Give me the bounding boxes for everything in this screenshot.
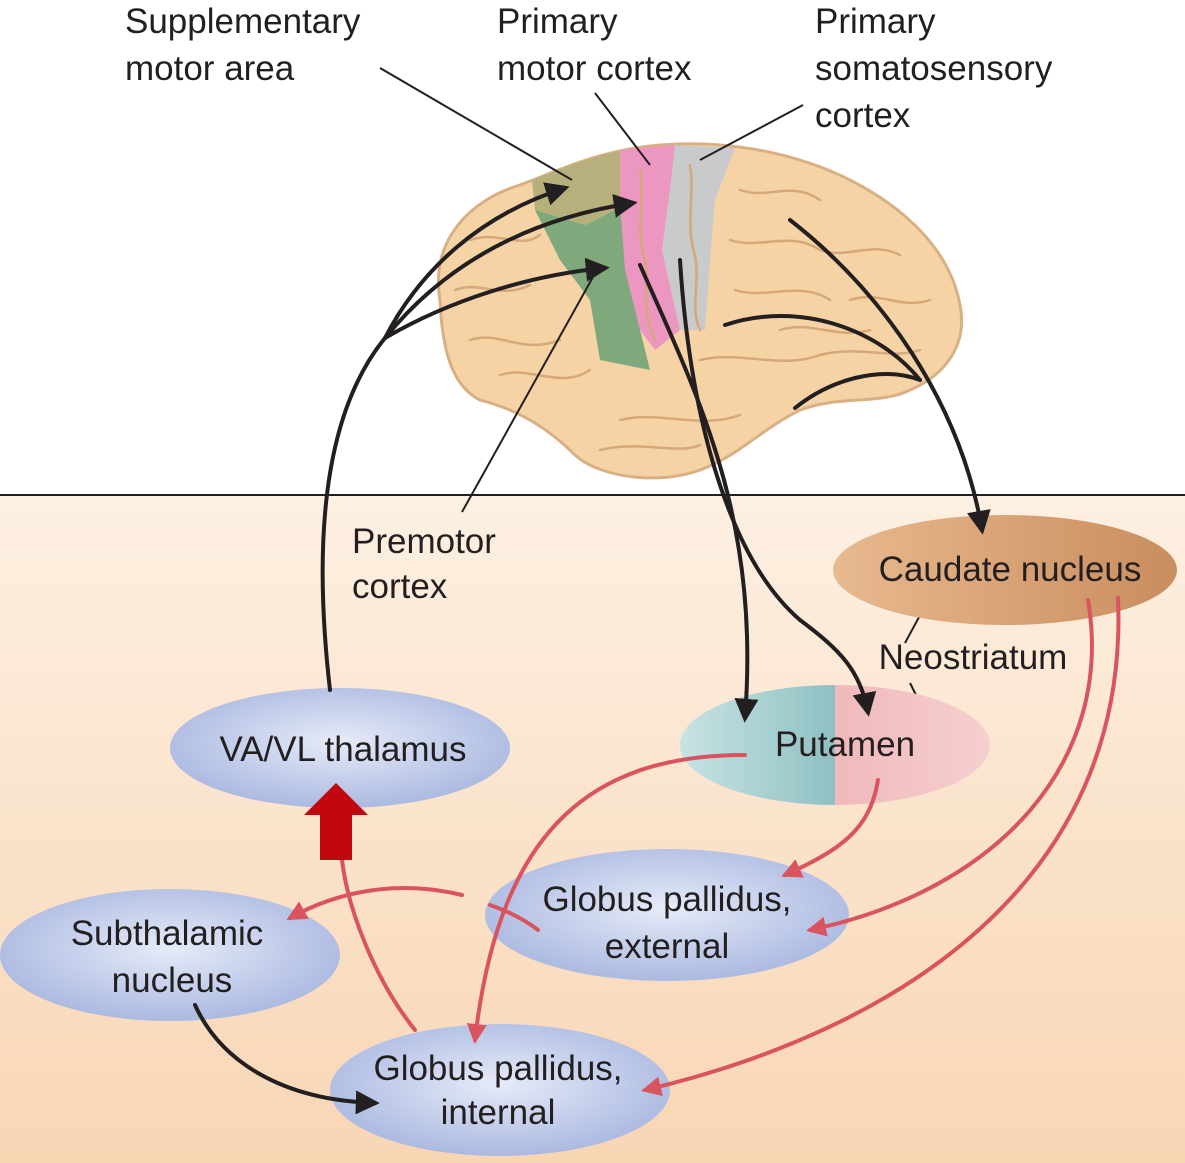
putamen-label: Putamen	[775, 725, 915, 764]
arrow-to-primary-motor	[383, 193, 638, 340]
label-line: cortex	[352, 567, 448, 606]
label-line: cortex	[815, 96, 911, 135]
label-line: somatosensory	[815, 49, 1053, 88]
inhibitory-pathways	[286, 596, 1121, 1097]
caudate-to-gpi-arrow	[641, 596, 1121, 1097]
subthalamic-nucleus-label: Subthalamic nucleus	[71, 914, 264, 1000]
globus-pallidus-internal	[330, 1024, 670, 1156]
gpi-to-thalamus-arrow	[340, 858, 417, 1032]
va-vl-thalamus-label: VA/VL thalamus	[219, 730, 466, 769]
globus-pallidus-external-label: Globus pallidus, external	[542, 880, 791, 966]
label-line: Globus pallidus,	[542, 880, 791, 919]
highlight-up-arrow	[304, 783, 368, 860]
association-cortex-to-caudate-arrow	[788, 218, 991, 535]
primary-somatosensory-cortex-label: Primary somatosensory cortex	[815, 2, 1053, 135]
label-line: Supplementary	[125, 2, 361, 41]
label-line: Primary	[815, 2, 936, 41]
primary-motor-cortex-label: Primary motor cortex	[497, 2, 692, 88]
label-line: Subthalamic	[71, 914, 264, 953]
label-line: motor area	[125, 49, 295, 88]
putamen-to-gpe-arrow	[781, 778, 880, 878]
subthalamic-nucleus	[0, 889, 340, 1021]
premotor-cortex-label: Premotor cortex	[352, 522, 496, 606]
label-line: nucleus	[112, 961, 233, 1000]
label-line: external	[605, 927, 730, 966]
va-vl-thalamus	[170, 688, 510, 808]
label-line: Globus pallidus,	[373, 1049, 622, 1088]
caudate-nucleus-label: Caudate nucleus	[879, 550, 1142, 589]
neostriatum-label: Neostriatum	[879, 638, 1068, 677]
caudate-nucleus	[833, 515, 1177, 625]
arrow-to-supplementary-motor	[383, 182, 570, 340]
arrow-to-premotor	[383, 257, 610, 340]
putamen-to-gpi-arrow	[466, 753, 747, 1044]
excitatory-pathways	[193, 182, 991, 1115]
label-line: motor cortex	[497, 49, 692, 88]
gpe-to-subthalamic-arrow	[286, 886, 464, 920]
label-line: internal	[441, 1093, 556, 1132]
label-line: Premotor	[352, 522, 496, 561]
motor-cortex-to-putamen-arrow	[638, 263, 759, 723]
label-line: Primary	[497, 2, 618, 41]
globus-pallidus-internal-label: Globus pallidus, internal	[373, 1049, 622, 1132]
premotor-region	[535, 205, 650, 370]
caudate-to-gpe-arrow	[806, 598, 1094, 937]
leader-lines	[379, 67, 933, 728]
supplementary-motor-area-label: Supplementary motor area	[125, 2, 361, 88]
thalamus-to-cortex-arrow	[320, 336, 387, 692]
globus-pallidus-external	[485, 849, 849, 981]
somatosensory-to-putamen-arrow	[678, 258, 877, 717]
subthalamic-to-gpi-arrow	[193, 1003, 380, 1115]
